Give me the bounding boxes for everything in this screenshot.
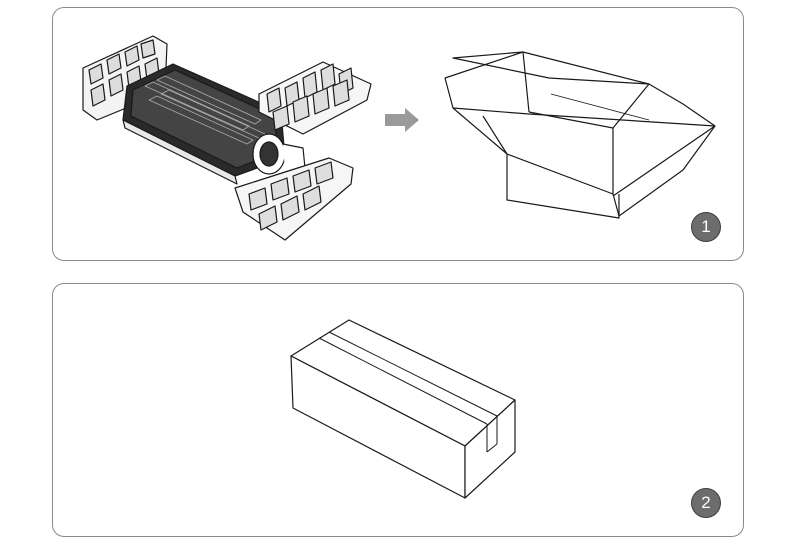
open-cardboard-box (444, 51, 716, 219)
closed-taped-cardboard-box (290, 319, 516, 499)
step-1-illustration (82, 35, 716, 241)
step-2-illustration (290, 319, 516, 499)
step-number-badge: 2 (691, 488, 721, 518)
step-1-panel: 1 (52, 7, 744, 261)
foam-insert-front (234, 157, 354, 241)
device-body (122, 63, 306, 185)
foam-insert-back (258, 61, 372, 135)
arrow-right-icon (385, 108, 419, 132)
step-2-panel: 2 (52, 283, 744, 537)
step-number-badge: 1 (691, 212, 721, 242)
